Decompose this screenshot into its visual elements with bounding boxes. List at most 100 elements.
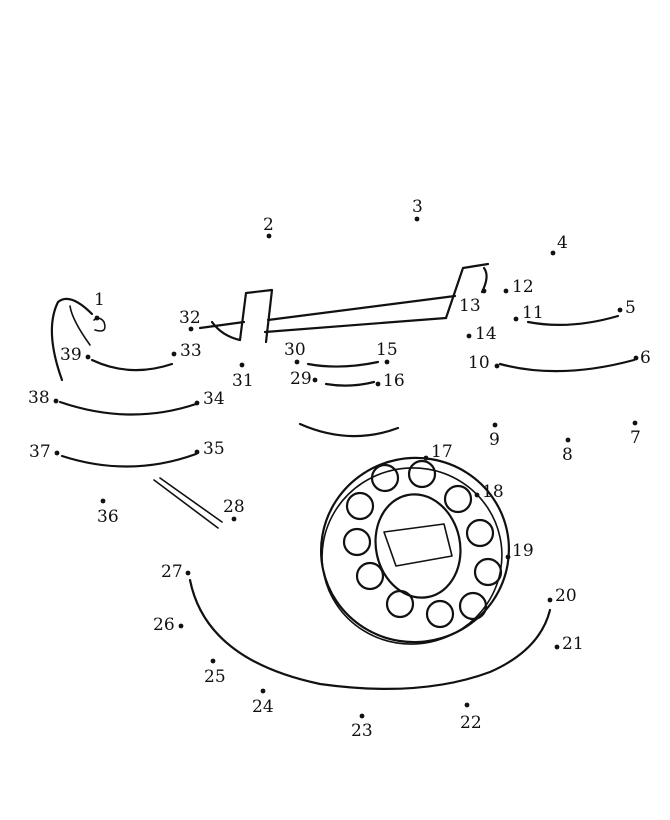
earpiece-arc bbox=[50, 297, 94, 382]
dot-marker[interactable] bbox=[53, 398, 59, 404]
telephone-line-art bbox=[50, 262, 636, 690]
numbered-dot[interactable]: 30 bbox=[284, 340, 306, 365]
numbered-dot[interactable]: 4 bbox=[550, 233, 568, 256]
dot-marker[interactable] bbox=[294, 359, 300, 365]
numbered-dot[interactable]: 1 bbox=[94, 290, 105, 321]
dot-number-label: 20 bbox=[555, 586, 577, 606]
numbered-dot[interactable]: 33 bbox=[171, 341, 202, 361]
dot-marker[interactable] bbox=[266, 233, 272, 239]
dot-marker[interactable] bbox=[194, 449, 200, 455]
dot-marker[interactable] bbox=[178, 623, 184, 629]
numbered-dot[interactable]: 2 bbox=[263, 215, 274, 239]
handset-bar-lower bbox=[263, 316, 448, 334]
body-curve-30-15 bbox=[306, 360, 380, 368]
dot-marker[interactable] bbox=[54, 450, 60, 456]
dot-marker[interactable] bbox=[617, 307, 623, 313]
dot-marker[interactable] bbox=[632, 420, 638, 426]
numbered-dot[interactable]: 32 bbox=[179, 308, 201, 332]
dot-marker[interactable] bbox=[565, 437, 571, 443]
dot-marker[interactable] bbox=[474, 492, 480, 498]
numbered-dot[interactable]: 12 bbox=[503, 277, 534, 297]
body-curve-11-5 bbox=[526, 314, 620, 326]
dot-marker[interactable] bbox=[547, 597, 553, 603]
dot-marker[interactable] bbox=[481, 288, 487, 294]
dot-number-label: 17 bbox=[431, 442, 453, 462]
dot-marker[interactable] bbox=[85, 354, 91, 360]
dot-number-label: 5 bbox=[625, 298, 636, 318]
numbered-dot[interactable]: 18 bbox=[474, 482, 504, 502]
numbered-dot[interactable]: 29 bbox=[290, 369, 318, 389]
numbered-dot[interactable]: 22 bbox=[460, 702, 482, 733]
dot-marker[interactable] bbox=[231, 516, 237, 522]
numbered-dot[interactable]: 27 bbox=[161, 562, 191, 582]
earpiece-cup bbox=[93, 317, 106, 332]
numbered-dot[interactable]: 37 bbox=[29, 442, 60, 462]
dot-marker[interactable] bbox=[466, 333, 472, 339]
dial-outer-ring-shadow bbox=[321, 467, 503, 645]
numbered-dot[interactable]: 13 bbox=[459, 288, 487, 316]
dot-marker[interactable] bbox=[375, 381, 381, 387]
dot-number-label: 16 bbox=[383, 371, 405, 391]
numbered-dot[interactable]: 35 bbox=[194, 439, 225, 459]
dot-marker[interactable] bbox=[423, 455, 429, 461]
dot-marker[interactable] bbox=[312, 377, 318, 383]
dot-number-label: 22 bbox=[460, 713, 482, 733]
dot-number-label: 27 bbox=[161, 562, 183, 582]
dot-marker[interactable] bbox=[94, 315, 100, 321]
numbered-dot[interactable]: 17 bbox=[423, 442, 453, 462]
dot-marker[interactable] bbox=[550, 250, 556, 256]
numbered-dot[interactable]: 9 bbox=[489, 422, 500, 450]
dot-marker[interactable] bbox=[414, 216, 420, 222]
earpiece-arc-inner bbox=[69, 305, 91, 346]
numbered-dot[interactable]: 34 bbox=[194, 389, 225, 409]
numbered-dot[interactable]: 39 bbox=[60, 345, 91, 365]
numbered-dot[interactable]: 16 bbox=[375, 371, 405, 391]
dot-marker[interactable] bbox=[633, 355, 639, 361]
dot-marker[interactable] bbox=[503, 288, 509, 294]
dot-marker[interactable] bbox=[194, 400, 200, 406]
numbered-dot[interactable]: 5 bbox=[617, 298, 636, 318]
dot-number-label: 8 bbox=[562, 445, 573, 465]
numbered-dot[interactable]: 3 bbox=[412, 197, 423, 222]
dot-number-label: 14 bbox=[475, 324, 497, 344]
dot-marker[interactable] bbox=[210, 658, 216, 664]
numbered-dot[interactable]: 15 bbox=[376, 340, 398, 365]
numbered-dot[interactable]: 26 bbox=[153, 615, 184, 635]
body-curve-29-16 bbox=[324, 380, 376, 387]
numbered-dot[interactable]: 8 bbox=[562, 437, 573, 465]
numbered-dot[interactable]: 11 bbox=[513, 303, 544, 323]
numbered-dot[interactable]: 38 bbox=[28, 388, 59, 408]
numbered-dot[interactable]: 19 bbox=[505, 541, 534, 561]
dot-number-label: 28 bbox=[223, 497, 245, 517]
dot-marker[interactable] bbox=[492, 422, 498, 428]
dot-marker[interactable] bbox=[239, 362, 245, 368]
dot-marker[interactable] bbox=[260, 688, 266, 694]
dot-marker[interactable] bbox=[185, 570, 191, 576]
numbered-dot[interactable]: 21 bbox=[554, 634, 584, 654]
numbered-dot[interactable]: 31 bbox=[232, 362, 254, 391]
numbered-dot[interactable]: 36 bbox=[97, 498, 119, 527]
dot-marker[interactable] bbox=[513, 316, 519, 322]
numbered-dot[interactable]: 6 bbox=[633, 348, 651, 368]
numbered-dot[interactable]: 10 bbox=[468, 353, 500, 373]
numbered-dot[interactable]: 25 bbox=[204, 658, 226, 687]
dot-marker[interactable] bbox=[384, 359, 390, 365]
dot-marker[interactable] bbox=[359, 713, 365, 719]
dot-number-label: 13 bbox=[459, 296, 481, 316]
body-curve-38-34 bbox=[58, 400, 198, 416]
dot-marker[interactable] bbox=[464, 702, 470, 708]
dot-number-label: 36 bbox=[97, 507, 119, 527]
numbered-dot[interactable]: 20 bbox=[547, 586, 577, 606]
dot-marker[interactable] bbox=[494, 363, 500, 369]
numbered-dot[interactable]: 28 bbox=[223, 497, 245, 522]
dot-marker[interactable] bbox=[171, 351, 177, 357]
dot-number-label: 23 bbox=[351, 721, 373, 741]
numbered-dot[interactable]: 7 bbox=[630, 420, 641, 448]
dot-marker[interactable] bbox=[505, 554, 511, 560]
dot-marker[interactable] bbox=[100, 498, 106, 504]
dot-marker[interactable] bbox=[188, 326, 194, 332]
numbered-dot[interactable]: 24 bbox=[252, 688, 274, 717]
numbered-dot[interactable]: 23 bbox=[351, 713, 373, 741]
dot-marker[interactable] bbox=[554, 644, 560, 650]
numbered-dot[interactable]: 14 bbox=[466, 324, 497, 344]
